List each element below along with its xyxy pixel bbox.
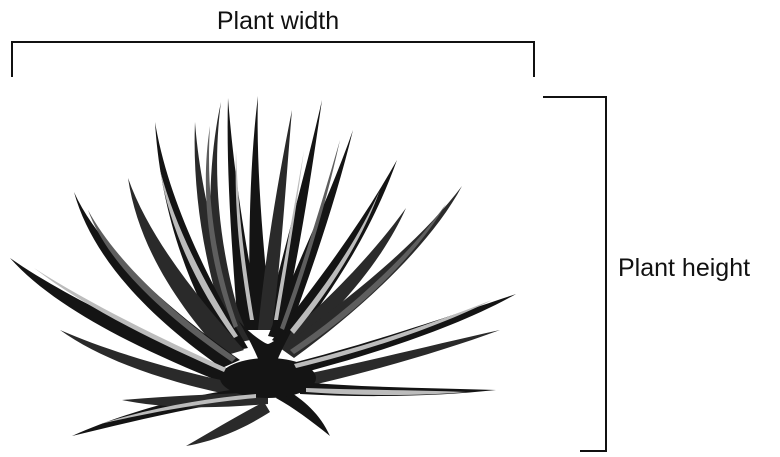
plant-width-label: Plant width bbox=[217, 7, 339, 35]
plant-width-bracket bbox=[12, 42, 534, 77]
aloe-plant-illustration bbox=[10, 96, 516, 446]
plant-height-bracket bbox=[543, 97, 606, 451]
plant-height-label: Plant height bbox=[618, 254, 750, 282]
